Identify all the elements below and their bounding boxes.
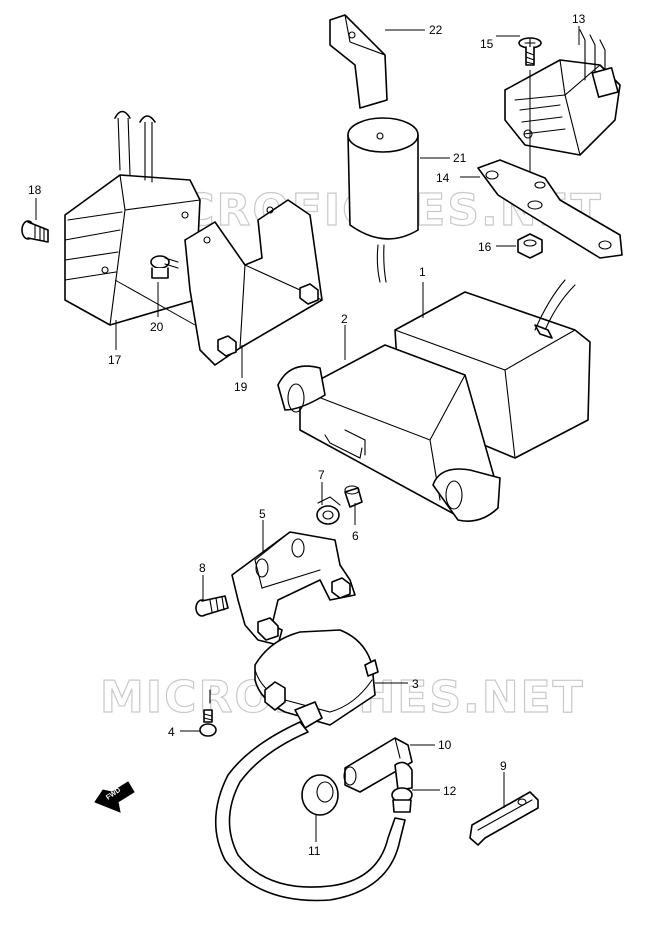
callout-11: 11 bbox=[308, 844, 321, 858]
callout-20: 20 bbox=[150, 320, 164, 334]
part-17-finned-unit[interactable] bbox=[64, 110, 201, 326]
part-8-bolt[interactable] bbox=[195, 595, 229, 617]
fwd-direction-marker: FWD bbox=[94, 781, 135, 813]
callout-18: 18 bbox=[28, 183, 42, 197]
callout-22: 22 bbox=[429, 23, 443, 37]
part-16-nut[interactable] bbox=[517, 233, 543, 259]
callout-7: 7 bbox=[318, 468, 325, 482]
callout-3: 3 bbox=[412, 677, 419, 691]
callout-16: 16 bbox=[478, 240, 492, 254]
part-13-regulator[interactable] bbox=[504, 29, 621, 156]
callout-10: 10 bbox=[438, 738, 452, 752]
part-4-bolt[interactable] bbox=[199, 689, 217, 737]
part-11-grommet[interactable] bbox=[301, 774, 339, 816]
part-12-connector[interactable] bbox=[391, 761, 413, 813]
callout-9: 9 bbox=[500, 759, 507, 773]
callout-8: 8 bbox=[199, 561, 206, 575]
part-20-screw[interactable] bbox=[150, 255, 179, 279]
part-18-screw[interactable] bbox=[21, 220, 49, 243]
callout-14: 14 bbox=[436, 171, 450, 185]
callout-2: 2 bbox=[341, 312, 348, 326]
part-14-plate[interactable] bbox=[477, 159, 623, 259]
callout-13: 13 bbox=[572, 12, 586, 26]
leader-lines bbox=[35, 26, 580, 842]
part-21-cylinder-unit[interactable] bbox=[347, 117, 419, 283]
callout-5: 5 bbox=[259, 507, 266, 521]
part-15-screw[interactable] bbox=[518, 37, 542, 190]
callout-4: 4 bbox=[168, 725, 175, 739]
callout-numbers: 1 2 3 4 5 6 7 8 9 10 11 12 13 14 15 16 1… bbox=[28, 12, 586, 858]
part-22-bracket[interactable] bbox=[329, 14, 388, 109]
part-9-clip[interactable] bbox=[469, 791, 539, 846]
part-2-coil-body[interactable] bbox=[277, 344, 501, 522]
callout-17: 17 bbox=[108, 353, 122, 367]
callout-21: 21 bbox=[453, 151, 467, 165]
part-10-plug-cap[interactable] bbox=[343, 737, 413, 793]
callout-19: 19 bbox=[234, 380, 248, 394]
callout-15: 15 bbox=[480, 37, 494, 51]
part-5-bracket[interactable] bbox=[231, 531, 356, 646]
part-3-ignition-coil[interactable] bbox=[214, 629, 406, 902]
part-6-collar[interactable] bbox=[344, 485, 363, 508]
callout-12: 12 bbox=[443, 784, 457, 798]
callout-6: 6 bbox=[352, 529, 359, 543]
callout-1: 1 bbox=[419, 265, 426, 279]
part-7-washer[interactable] bbox=[316, 496, 341, 525]
part-19-bracket[interactable] bbox=[184, 199, 323, 366]
